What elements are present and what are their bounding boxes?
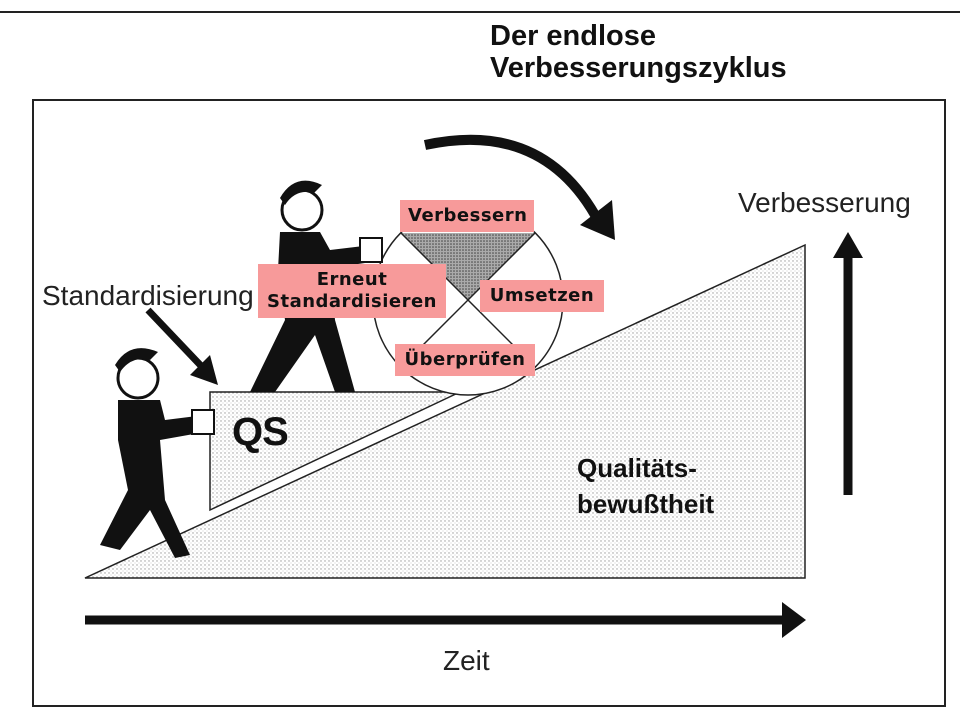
erneut-standardisieren-tag: Erneut Standardisieren xyxy=(258,264,446,318)
cycle-arrow xyxy=(423,134,600,218)
ueberpruefen-tag: Überprüfen xyxy=(395,344,535,376)
qualitaet-line-1: Qualitäts- xyxy=(577,453,697,483)
standardisierung-label: Standardisierung xyxy=(42,280,254,311)
qualitaetsbewusstheit-label: Qualitäts- bewußtheit xyxy=(577,450,714,522)
qualitaet-line-2: bewußtheit xyxy=(577,489,715,519)
frame xyxy=(32,99,946,707)
verbessern-quadrant xyxy=(401,233,535,300)
title-line-2: Verbesserungszyklus xyxy=(490,52,787,84)
person-lower-icon xyxy=(100,348,215,558)
cycle-arrowhead xyxy=(580,200,615,240)
erneut-line-1: Erneut xyxy=(316,269,388,290)
quality-ramp xyxy=(84,243,806,579)
erneut-line-2: Standardisieren xyxy=(267,291,437,312)
zeit-label: Zeit xyxy=(443,645,490,676)
verbessern-tag: Verbessern xyxy=(400,200,534,232)
page-title: Der endlose Verbesserungszyklus xyxy=(490,20,787,84)
standardisierung-arrow xyxy=(145,307,208,373)
verbesserung-label: Verbesserung xyxy=(738,187,911,218)
qs-label: QS xyxy=(232,410,289,454)
title-line-1: Der endlose xyxy=(490,20,656,52)
umsetzen-tag: Umsetzen xyxy=(480,280,604,312)
